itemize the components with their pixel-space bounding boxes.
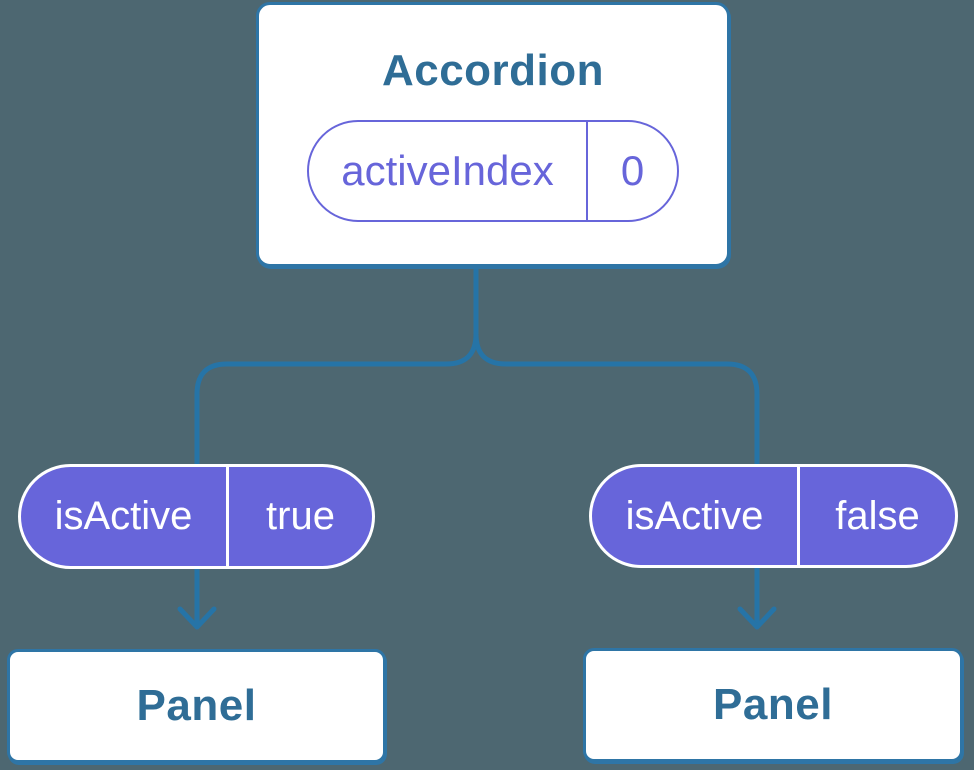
accordion-node: Accordion activeIndex 0	[256, 2, 730, 267]
prop-pill-name: isActive	[54, 494, 193, 538]
arrow-down-icon	[737, 606, 777, 630]
connector-right-branch	[473, 300, 760, 624]
state-pill: activeIndex 0	[307, 120, 679, 222]
panel-title: Panel	[713, 680, 833, 729]
connector-left-branch	[194, 266, 479, 624]
prop-pill-right: isActive false	[589, 464, 958, 568]
prop-pill-left: isActive true	[18, 464, 375, 569]
state-pill-name: activeIndex	[341, 147, 554, 194]
prop-pill-value: false	[797, 467, 955, 565]
arrow-down-icon	[177, 606, 217, 630]
panel-title: Panel	[136, 681, 257, 730]
panel-node-left: Panel	[7, 649, 386, 763]
prop-pill-name: isActive	[625, 493, 764, 538]
accordion-title: Accordion	[381, 46, 605, 95]
state-pill-value: 0	[586, 122, 677, 220]
prop-pill-value: true	[226, 467, 372, 566]
panel-node-right: Panel	[583, 648, 963, 762]
